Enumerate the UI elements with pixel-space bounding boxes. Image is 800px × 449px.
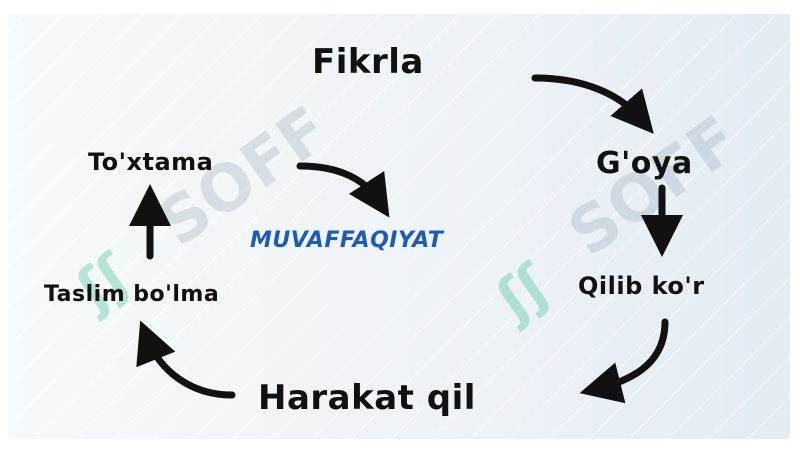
frame-edge-top [0, 0, 800, 14]
arrow-toxtama-to-center [296, 162, 390, 218]
center-label-muvaffaqiyat: MUVAFFAQIYAT [250, 228, 444, 253]
arrow-fikrla-to-goya [531, 74, 654, 134]
frame-edge-right [790, 0, 800, 449]
frame-edge-bottom [0, 439, 800, 449]
arrow-qilib-to-harakat [579, 318, 669, 404]
node-harakat-qil: Harakat qil [258, 378, 476, 418]
node-taslim-bolma: Taslim bo'lma [44, 282, 220, 307]
node-toxtama: To'xtama [88, 148, 214, 176]
node-goya: G'oya [596, 146, 693, 181]
node-qilib-kor: Qilib ko'r [578, 272, 705, 300]
frame-edge-left [0, 0, 8, 449]
arrow-harakat-to-taslim [136, 320, 236, 399]
node-fikrla: Fikrla [312, 42, 424, 82]
